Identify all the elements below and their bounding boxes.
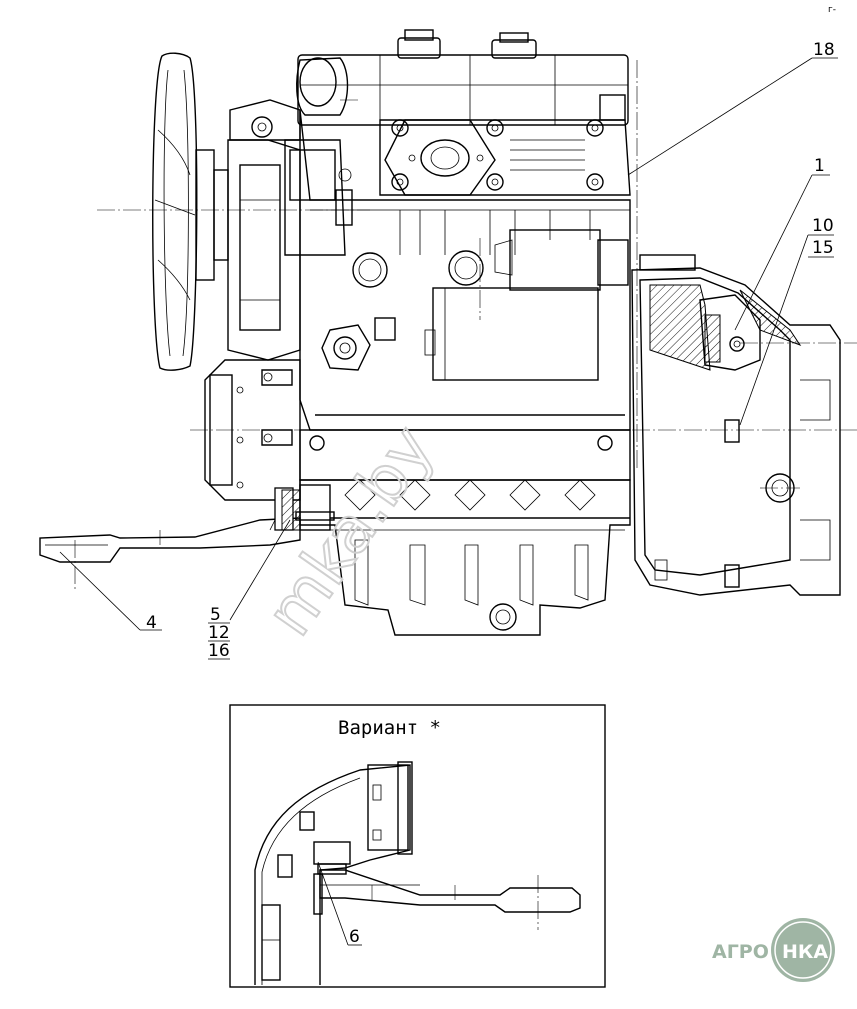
front-support-bracket bbox=[39, 484, 335, 563]
callout-10: 10 bbox=[812, 216, 834, 236]
intake-manifold bbox=[379, 119, 631, 196]
front-pulleys bbox=[204, 99, 301, 501]
callout-leaders bbox=[59, 57, 838, 660]
fan bbox=[152, 52, 229, 371]
callout-6: 6 bbox=[349, 927, 360, 947]
callout-4: 4 bbox=[146, 613, 157, 633]
callout-1: 1 bbox=[814, 156, 825, 176]
cylinder-head-top bbox=[296, 29, 629, 126]
callout-18: 18 bbox=[813, 40, 835, 60]
callout-15: 15 bbox=[812, 238, 834, 258]
axis-lines bbox=[74, 60, 857, 590]
callout-5: 5 bbox=[210, 605, 221, 625]
variant-title: Вариант * bbox=[338, 717, 441, 739]
logo-text-left: АГРО bbox=[712, 941, 769, 963]
agronka-logo: АГРО НКА bbox=[712, 918, 835, 982]
variant-inset: Вариант * 6 bbox=[229, 704, 606, 988]
logo-text-right: НКА bbox=[782, 941, 828, 963]
callout-16: 16 bbox=[208, 641, 230, 661]
watermark: mka.by bbox=[252, 413, 448, 649]
engine-block bbox=[284, 109, 631, 481]
flywheel-housing bbox=[631, 254, 841, 596]
oil-pan bbox=[299, 479, 631, 636]
corner-mark: г- bbox=[828, 5, 836, 15]
callout-12: 12 bbox=[208, 623, 230, 643]
